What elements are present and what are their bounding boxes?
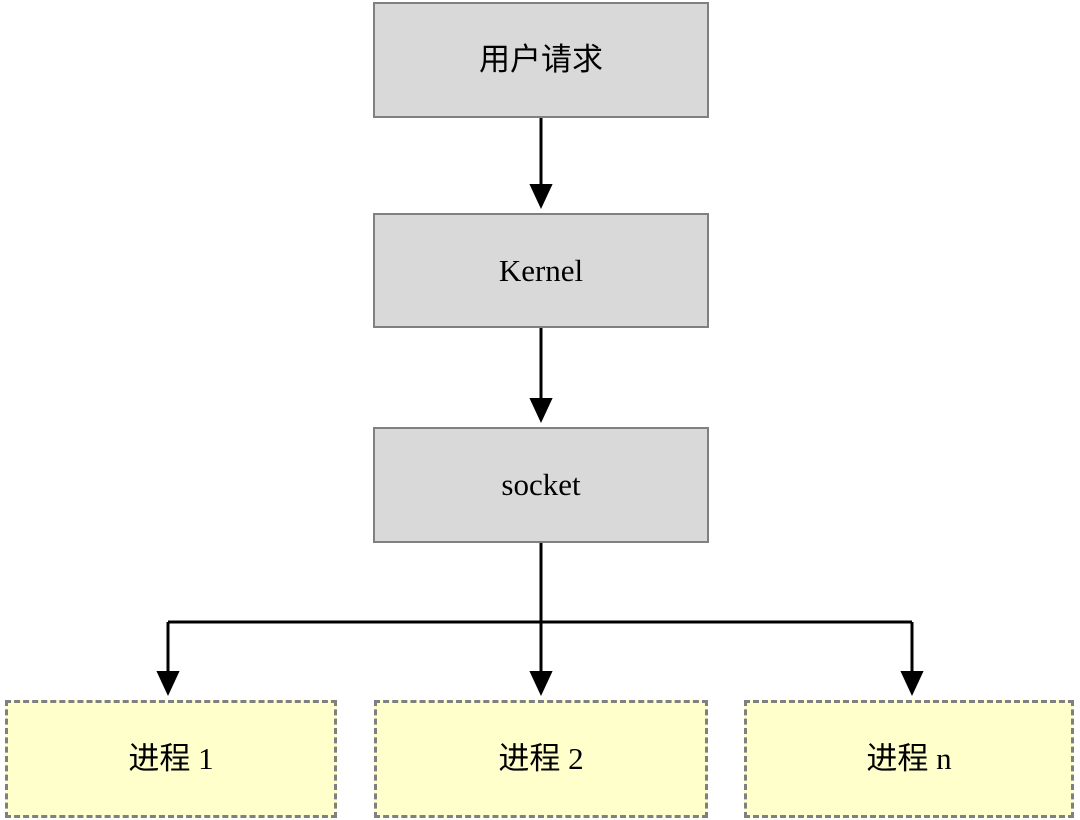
- node-socket[interactable]: socket: [373, 427, 709, 543]
- node-kernel-label: Kernel: [498, 252, 584, 288]
- node-process-2[interactable]: 进程 2: [374, 700, 708, 818]
- node-process-2-label: 进程 2: [498, 741, 584, 777]
- node-user-request[interactable]: 用户请求: [373, 2, 709, 118]
- node-socket-label: socket: [501, 467, 581, 503]
- node-process-1-label: 进程 1: [128, 741, 214, 777]
- node-process-1[interactable]: 进程 1: [5, 700, 337, 818]
- node-kernel[interactable]: Kernel: [373, 213, 709, 328]
- node-user-request-label: 用户请求: [479, 42, 603, 78]
- node-process-3[interactable]: 进程 n: [744, 700, 1074, 818]
- node-process-3-label: 进程 n: [866, 741, 952, 777]
